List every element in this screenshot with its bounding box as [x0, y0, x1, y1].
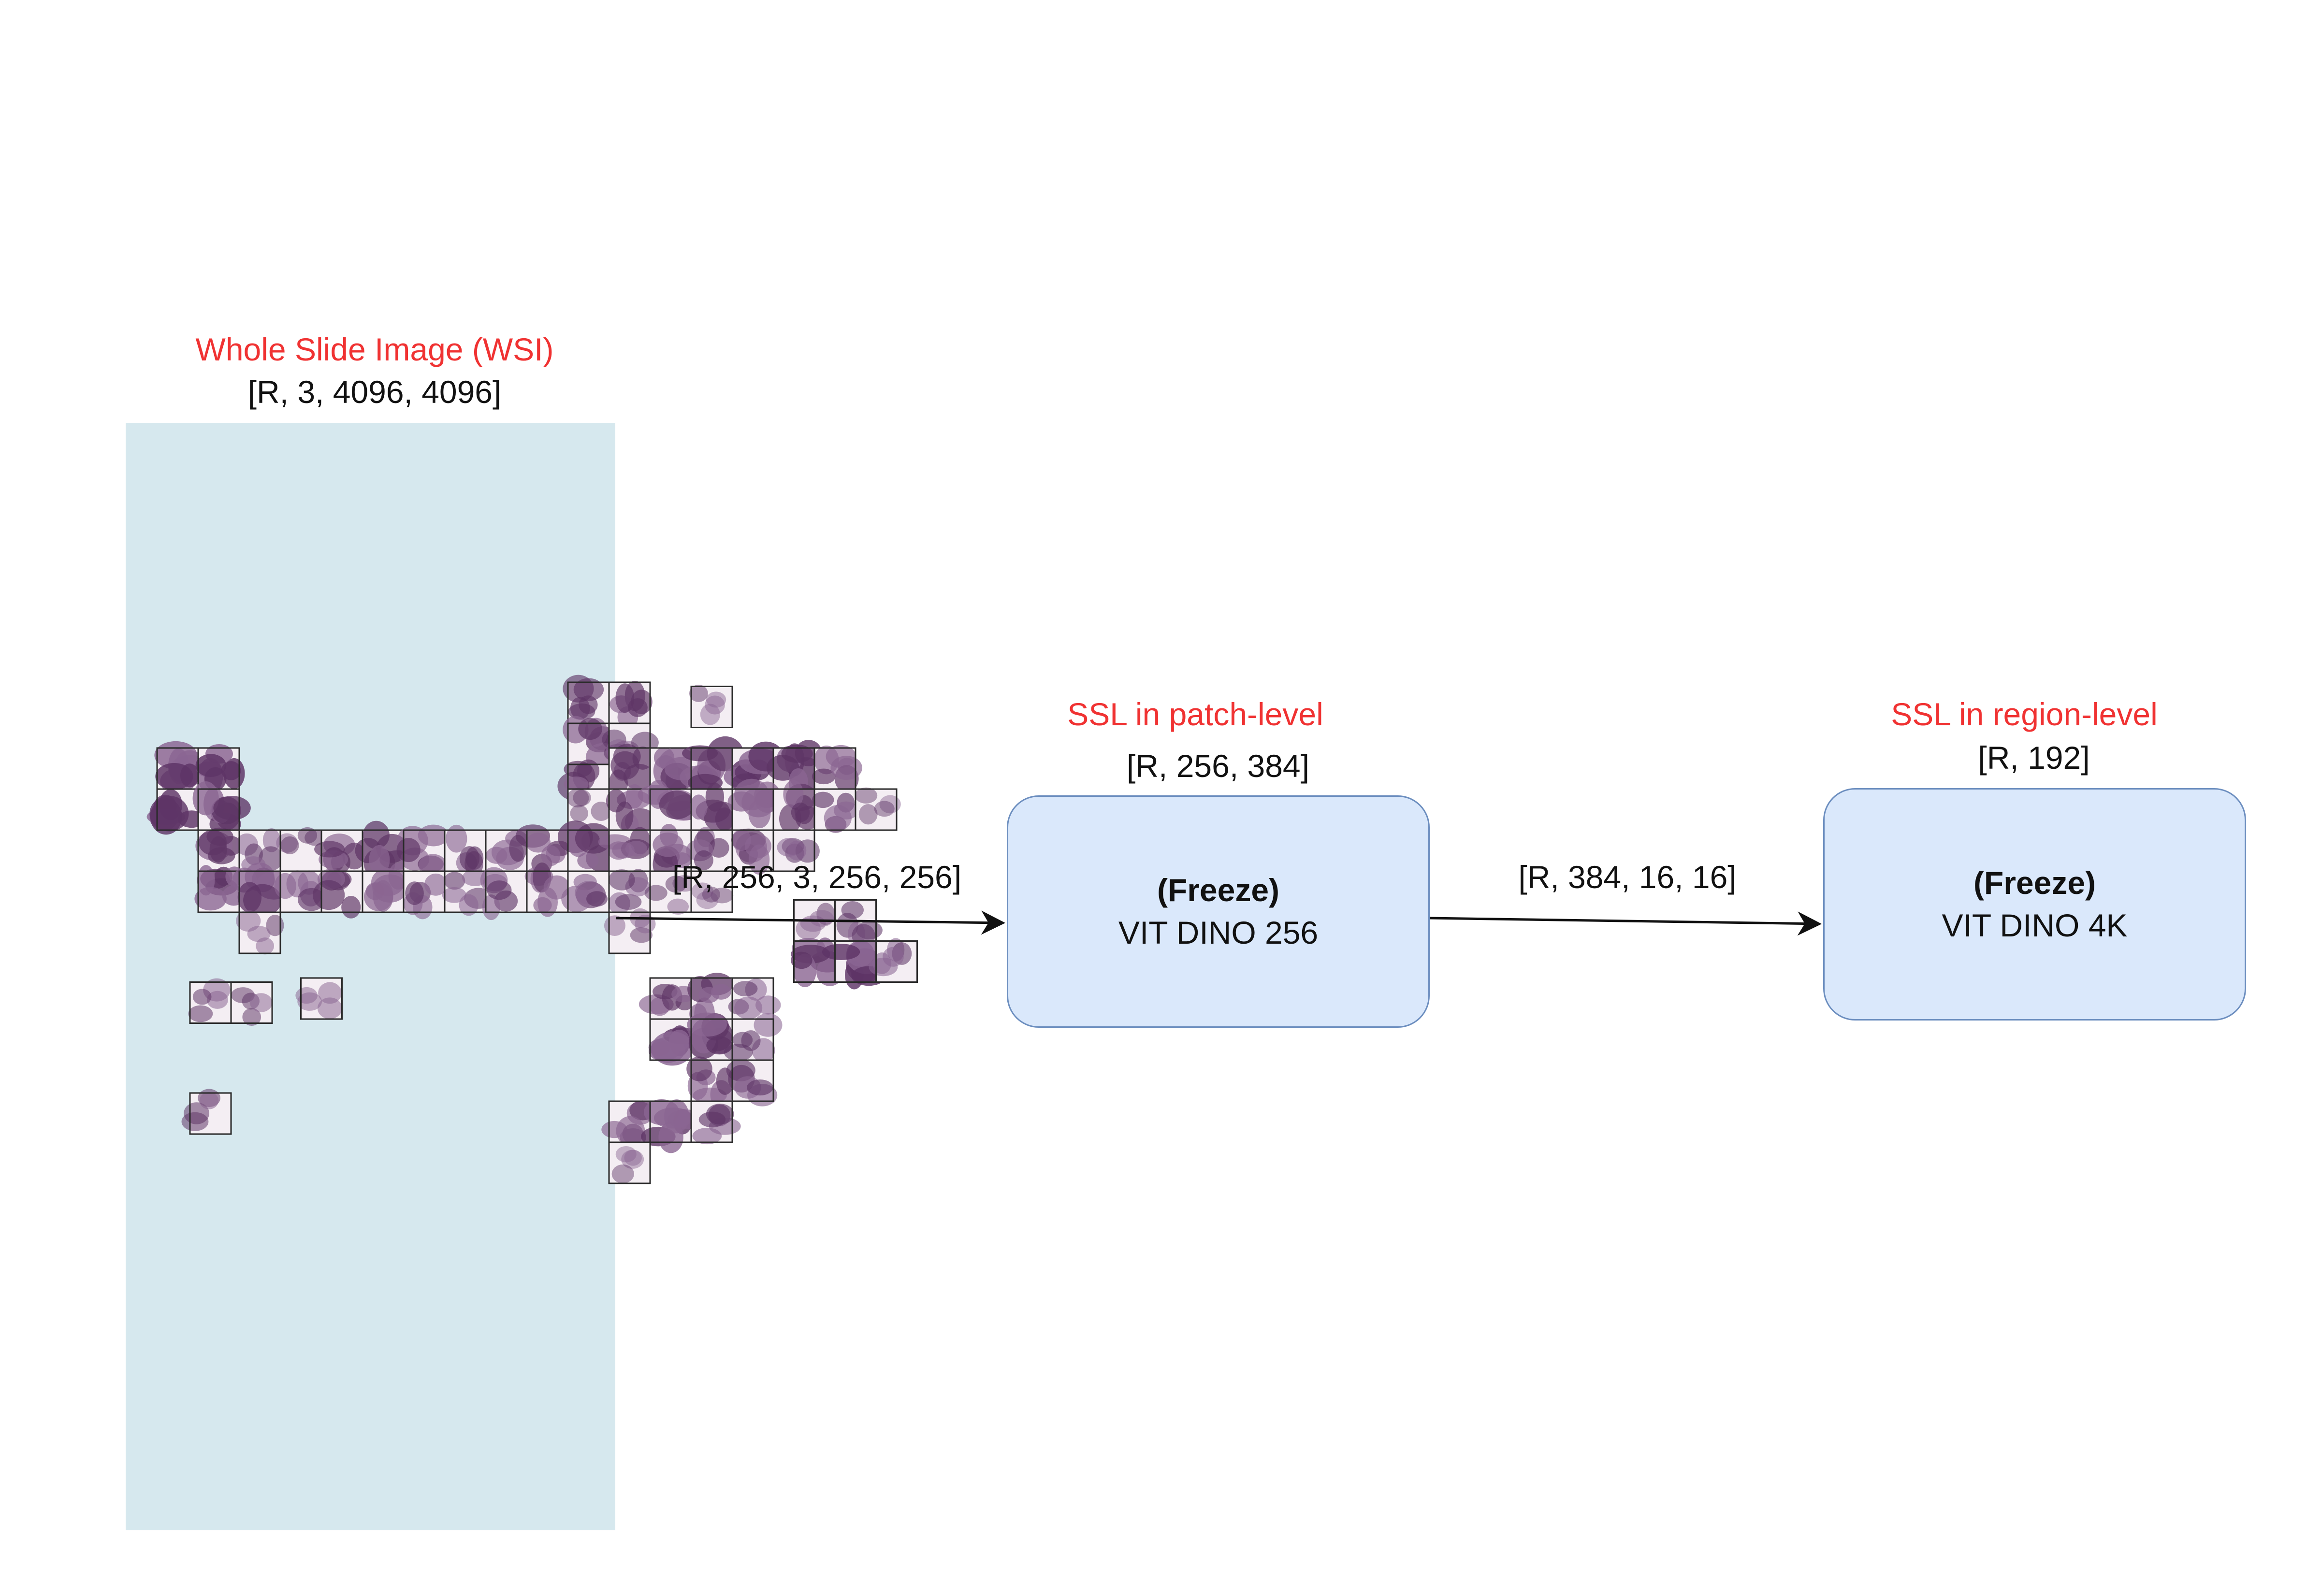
tissue-tile: [812, 745, 862, 792]
tissue-tile: [689, 684, 733, 728]
region-model-shape: [R, 192]: [1978, 740, 2090, 776]
patch-model-title: SSL in patch-level: [1067, 696, 1323, 732]
tissue-tile: [680, 736, 744, 794]
region-model-box: (Freeze) VIT DINO 4K: [1823, 788, 2246, 1021]
tissue-tile: [855, 787, 901, 831]
tissue-tile: [690, 1100, 741, 1145]
tissue-tile: [687, 973, 733, 1030]
tissue-tile: [641, 1099, 704, 1153]
patch-model-name: VIT DINO 256: [1118, 915, 1319, 950]
region-model-status: (Freeze): [1973, 865, 2096, 901]
tissue-tile: [608, 680, 653, 728]
wsi-panel: [126, 423, 615, 1530]
tissue-tile: [686, 1056, 734, 1109]
tissue-tile: [724, 1013, 783, 1063]
tissue-tile: [834, 899, 883, 948]
tissue-tile: [687, 1012, 733, 1061]
tissue-tile: [812, 788, 859, 833]
tissue-tile: [822, 939, 887, 990]
tissue-tile: [638, 780, 705, 831]
edge-label-patch-to-region: [R, 384, 16, 16]: [1518, 859, 1737, 895]
arrow-wsi-to-patch: [616, 910, 1005, 935]
arrow-patch-to-region: [1429, 911, 1822, 936]
tissue-tile: [649, 747, 699, 797]
tissue-tile: [727, 778, 781, 831]
tissue-tile: [728, 977, 781, 1020]
tissue-tile: [638, 977, 696, 1020]
tissue-tile: [772, 780, 820, 834]
tissue-tile: [648, 1018, 701, 1066]
patch-model-box: (Freeze) VIT DINO 256: [1007, 795, 1430, 1028]
region-model-title: SSL in region-level: [1891, 696, 2158, 732]
tissue-tile: [793, 899, 836, 942]
region-model-name: VIT DINO 4K: [1942, 907, 2128, 943]
tissue-tile: [869, 938, 918, 983]
edge-label-wsi-to-patch: [R, 256, 3, 256, 256]: [672, 859, 962, 895]
wsi-shape: [R, 3, 4096, 4096]: [247, 374, 502, 410]
tissue-tile: [724, 741, 784, 793]
tissue-tile: [791, 937, 845, 988]
tissue-tile: [608, 744, 655, 798]
tissue-tile: [766, 740, 823, 797]
patch-model-status: (Freeze): [1157, 872, 1280, 908]
patch-model-shape: [R, 256, 384]: [1127, 748, 1309, 784]
tissue-tile: [726, 1059, 778, 1107]
wsi-title: Whole Slide Image (WSI): [195, 331, 554, 367]
tissue-tile: [690, 783, 739, 833]
